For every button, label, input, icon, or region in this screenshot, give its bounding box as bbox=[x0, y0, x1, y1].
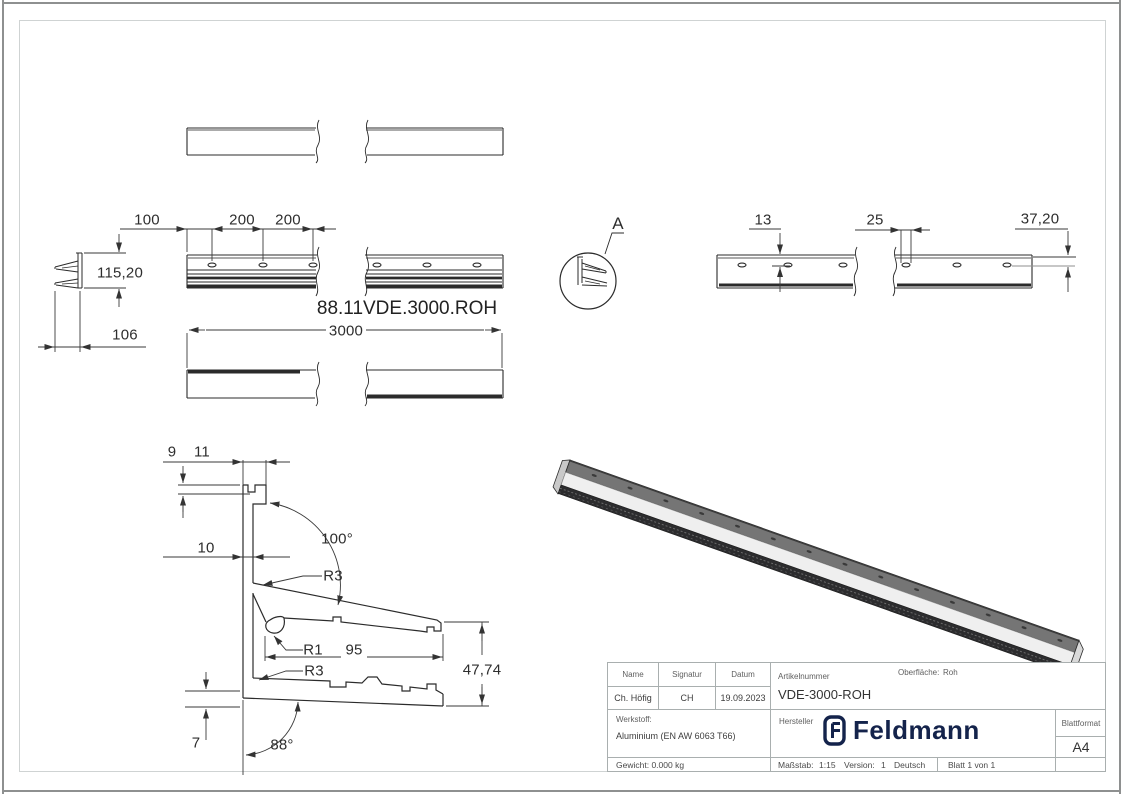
massstab-label: Maßstab: bbox=[778, 760, 814, 770]
dim-hole-pitch-b: 200 bbox=[275, 211, 301, 229]
signatur-value: CH bbox=[680, 693, 694, 703]
dims-side-section bbox=[38, 234, 146, 352]
dims-detail-source bbox=[749, 227, 1076, 292]
dim-hat-width: 11 bbox=[194, 443, 210, 461]
dim-foot-height: 7 bbox=[191, 734, 201, 752]
title-block: Name Signatur Datum Artikelnummer Oberfl… bbox=[607, 662, 1106, 772]
signatur-label: Signatur bbox=[672, 670, 702, 679]
blattformat-label: Blattformat bbox=[1061, 718, 1101, 728]
gewicht-value: 0.000 kg bbox=[651, 760, 685, 770]
blattformat-value: A4 bbox=[1072, 739, 1090, 755]
name-label: Name bbox=[622, 670, 644, 679]
part-number-label: 88.11VDE.3000.ROH bbox=[312, 297, 502, 323]
view-top bbox=[186, 119, 504, 164]
dims-cross-section bbox=[163, 459, 489, 758]
version-value: 1 bbox=[881, 760, 886, 770]
dim-notch-depth: 9 bbox=[167, 443, 177, 461]
dim-web-thickness: 10 bbox=[197, 539, 215, 557]
view-bottom bbox=[186, 361, 504, 407]
detail-a-letter: A bbox=[612, 214, 624, 233]
hersteller-label: Hersteller bbox=[779, 717, 814, 726]
werkstoff-label: Werkstoff: bbox=[616, 715, 652, 724]
dim-base-angle: 88° bbox=[270, 736, 294, 754]
dim-hole-pitch-a: 200 bbox=[229, 211, 255, 229]
sprache-value: Deutsch bbox=[894, 760, 926, 770]
feldmann-logo-text: Feldmann bbox=[853, 715, 980, 745]
dim-total-length bbox=[186, 327, 503, 368]
blatt-value: Blatt 1 von 1 bbox=[948, 760, 996, 770]
dim-edge-distance: 37,20 bbox=[1020, 210, 1060, 228]
dim-profile-height: 115,20 bbox=[97, 264, 143, 282]
massstab-value: 1:15 bbox=[819, 760, 836, 770]
artikelnummer-label: Artikelnummer bbox=[778, 672, 830, 681]
page-edge-bottom bbox=[2, 790, 1121, 792]
dim-hole-slot: 25 bbox=[866, 211, 884, 229]
dim-hole-offset: 100 bbox=[134, 211, 160, 229]
view-front bbox=[186, 246, 504, 297]
dim-hole-edge: 13 bbox=[754, 211, 772, 229]
werkstoff-value: Aluminium (EN AW 6063 T66) bbox=[616, 731, 736, 741]
drawing-frame bbox=[19, 20, 1106, 772]
detail-a bbox=[559, 232, 624, 310]
dim-radius-bottom: R3 bbox=[304, 662, 324, 680]
page-edge-top bbox=[2, 2, 1121, 4]
gewicht-label: Gewicht: bbox=[616, 760, 650, 770]
oberflaeche-label: Oberfläche: bbox=[898, 668, 940, 677]
datum-value: 19.09.2023 bbox=[720, 693, 766, 703]
view-isometric bbox=[552, 459, 1084, 681]
page-edge-left bbox=[2, 0, 4, 794]
view-detail-source bbox=[716, 246, 1075, 297]
dims-hole-spacing bbox=[120, 226, 336, 261]
dim-flange-angle: 100° bbox=[321, 530, 353, 548]
dim-section-height: 47,74 bbox=[462, 661, 502, 679]
dim-total-length: 3000 bbox=[328, 322, 364, 340]
page-edge-right bbox=[1119, 0, 1121, 794]
artikelnummer-value: VDE-3000-ROH bbox=[778, 687, 872, 702]
feldmann-logo: Feldmann bbox=[823, 715, 980, 746]
oberflaeche-value: Roh bbox=[943, 668, 958, 677]
feldmann-logo-icon bbox=[823, 715, 846, 746]
view-side-section bbox=[54, 252, 83, 289]
version-label: Version: bbox=[844, 760, 875, 770]
dim-profile-depth: 106 bbox=[112, 326, 138, 344]
view-cross-section bbox=[242, 484, 444, 775]
dim-radius-top: R3 bbox=[323, 567, 343, 585]
dim-flange-length: 95 bbox=[345, 641, 363, 659]
dim-radius-clip: R1 bbox=[303, 641, 323, 659]
name-value: Ch. Höfig bbox=[614, 693, 652, 703]
datum-label: Datum bbox=[731, 670, 755, 679]
